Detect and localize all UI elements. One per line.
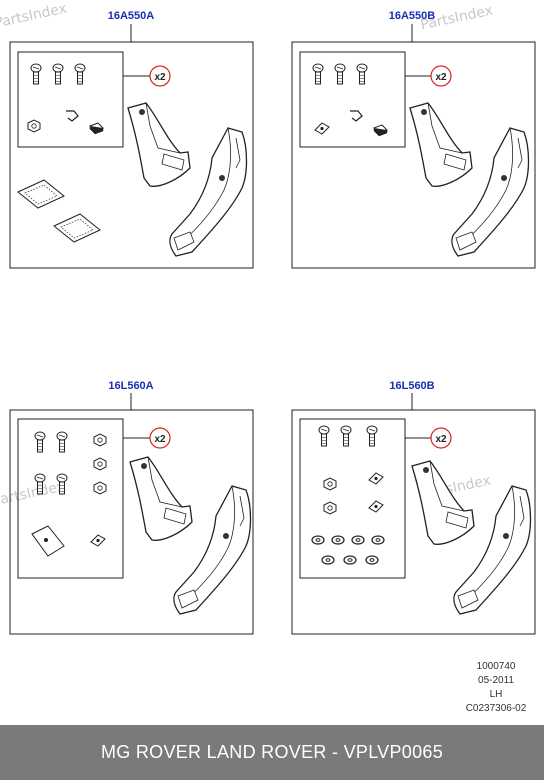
- panel-frame: [291, 393, 536, 635]
- drawing-meta: 1000740 05-2011 LH C0237306-02: [456, 660, 536, 716]
- bolt-icon: [356, 63, 368, 85]
- quantity-callout: x2: [149, 427, 171, 449]
- washer-icon: [351, 535, 365, 545]
- bolt-icon: [30, 63, 42, 85]
- hardware-kit: [27, 63, 104, 135]
- bolt-icon: [340, 425, 352, 447]
- drawing-number: 1000740: [476, 661, 516, 672]
- washer-icon: [343, 555, 357, 565]
- spring-clip-icon: [65, 110, 79, 122]
- hardware-kit: [31, 431, 107, 557]
- part-number-label: 16L560A: [108, 380, 154, 392]
- footer-bar: MG ROVER LAND ROVER - VPLVP0065: [0, 725, 544, 780]
- panel-frame: [9, 24, 254, 269]
- drawing-side: LH: [489, 689, 503, 700]
- clip-icon: [314, 122, 330, 135]
- front-mudflap-icon: [411, 460, 475, 545]
- panel-frame: [9, 393, 254, 635]
- hex-nut-icon: [93, 481, 107, 495]
- bolt-icon: [366, 425, 378, 447]
- rear-mudflap-icon: [173, 485, 252, 615]
- washer-icon: [365, 555, 379, 565]
- clip-icon: [90, 534, 106, 547]
- front-mudflap-icon: [409, 102, 473, 187]
- diagram-svg: x2 x2 x2 x2: [9, 24, 536, 635]
- hex-nut-icon: [323, 477, 337, 491]
- bolt-icon: [318, 425, 330, 447]
- quantity-callout: x2: [149, 65, 171, 87]
- rear-mudflap-icon: [451, 127, 530, 257]
- bolt-icon: [74, 63, 86, 85]
- washer-icon: [371, 535, 385, 545]
- clip-icon: [368, 500, 384, 513]
- drawing-date: 05-2011: [478, 675, 514, 686]
- panel-frame: [291, 24, 536, 269]
- quantity-text: x2: [435, 72, 447, 83]
- bolt-icon: [52, 63, 64, 85]
- quantity-callout: x2: [430, 427, 452, 449]
- hex-nut-icon: [93, 457, 107, 471]
- quantity-text: x2: [154, 72, 166, 83]
- washer-icon: [311, 535, 325, 545]
- quantity-callout: x2: [430, 65, 452, 87]
- parts-diagram: PartsIndex PartsIndex PartsIndex PartsIn…: [0, 1, 536, 716]
- bolt-icon: [334, 63, 346, 85]
- rear-mudflap-icon: [453, 485, 532, 615]
- bolt-icon: [312, 63, 324, 85]
- rear-mudflap-icon: [169, 127, 248, 257]
- washer-icon: [321, 555, 335, 565]
- hex-nut-icon: [27, 119, 41, 133]
- washer-icon: [331, 535, 345, 545]
- front-mudflap-icon: [127, 102, 191, 187]
- hardware-kit: [312, 63, 388, 137]
- cleaning-sachet-icon: [53, 213, 101, 243]
- adhesive-pad-icon: [89, 122, 104, 135]
- hardware-kit: [311, 425, 385, 565]
- cleaning-sachet-icon: [17, 179, 65, 209]
- bolt-icon: [34, 473, 46, 495]
- bracket-plate-icon: [31, 525, 65, 557]
- bolt-icon: [56, 431, 68, 453]
- front-mudflap-icon: [129, 456, 193, 541]
- quantity-text: x2: [154, 434, 166, 445]
- hex-nut-icon: [323, 501, 337, 515]
- clip-icon: [368, 472, 384, 485]
- spring-clip-icon: [349, 110, 363, 122]
- quantity-text: x2: [435, 434, 447, 445]
- part-number-label: 16L560B: [389, 380, 435, 392]
- hex-nut-icon: [93, 433, 107, 447]
- part-number-label: 16A550A: [107, 10, 155, 22]
- bolt-icon: [56, 473, 68, 495]
- drawing-code: C0237306-02: [465, 703, 527, 714]
- footer-title: MG ROVER LAND ROVER - VPLVP0065: [100, 742, 444, 762]
- part-number-label: 16A550B: [388, 10, 436, 22]
- bolt-icon: [34, 431, 46, 453]
- adhesive-pad-icon: [373, 124, 388, 137]
